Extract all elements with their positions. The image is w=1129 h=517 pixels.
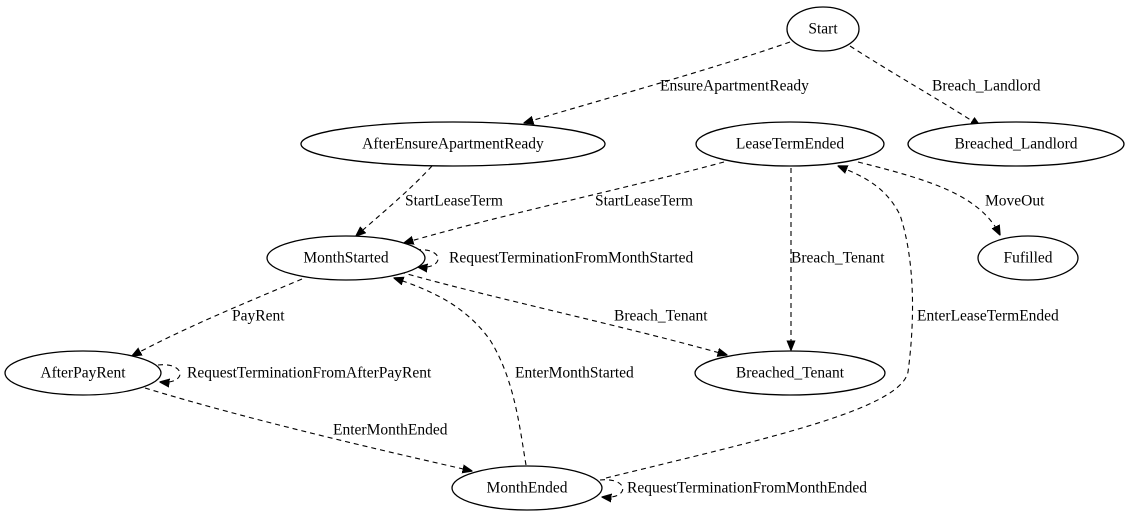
node-label-fufilled: Fufilled [1003, 250, 1052, 267]
edge-label-request-termination-from-after-pay-rent: RequestTerminationFromAfterPayRent [187, 365, 432, 382]
edge-start-lease-term-from-lease-term-ended [404, 161, 725, 243]
edge-label-ensure-apartment-ready: EnsureApartmentReady [660, 78, 809, 95]
edge-breach-landlord [849, 45, 980, 126]
node-lease-term-ended: LeaseTermEnded [695, 121, 885, 167]
edge-pay-rent [132, 278, 303, 356]
node-label-breached-tenant: Breached_Tenant [736, 365, 845, 382]
node-month-ended: MonthEnded [451, 465, 603, 511]
edge-label-start-lease-term-1: StartLeaseTerm [405, 193, 503, 210]
node-breached-tenant: Breached_Tenant [694, 350, 886, 396]
edge-request-termination-from-month-ended [599, 479, 624, 498]
node-label-month-started: MonthStarted [303, 250, 388, 267]
edge-label-move-out: MoveOut [985, 193, 1045, 210]
edge-label-breach-landlord: Breach_Landlord [932, 78, 1041, 95]
edge-start-lease-term-from-after-ensure [356, 165, 433, 236]
node-label-month-ended: MonthEnded [487, 480, 568, 497]
edge-label-enter-month-started: EnterMonthStarted [515, 365, 634, 382]
edge-breach-tenant-from-month-started [399, 271, 727, 355]
edge-label-request-termination-from-month-ended: RequestTerminationFromMonthEnded [627, 480, 867, 497]
edge-label-request-termination-from-month-started: RequestTerminationFromMonthStarted [449, 250, 694, 267]
node-label-breached-landlord: Breached_Landlord [954, 136, 1077, 153]
node-breached-landlord: Breached_Landlord [907, 121, 1125, 167]
node-month-started: MonthStarted [266, 235, 426, 281]
node-after-ensure-apartment-ready: AfterEnsureApartmentReady [300, 121, 606, 167]
node-fufilled: Fufilled [977, 235, 1079, 281]
node-label-start: Start [808, 21, 838, 38]
edge-enter-month-ended [144, 387, 472, 471]
node-start: Start [786, 6, 860, 52]
edge-label-breach-tenant-2: Breach_Tenant [614, 308, 708, 325]
edge-label-enter-month-ended: EnterMonthEnded [333, 422, 448, 439]
edge-label-pay-rent: PayRent [232, 308, 285, 325]
node-label-after-pay-rent: AfterPayRent [40, 365, 126, 382]
edge-move-out [857, 161, 1000, 235]
edge-enter-lease-term-ended [605, 166, 914, 479]
edge-label-breach-tenant-1: Breach_Tenant [791, 250, 885, 267]
edge-label-enter-lease-term-ended: EnterLeaseTermEnded [917, 308, 1059, 325]
edge-enter-month-started [394, 278, 527, 466]
edge-ensure-apartment-ready [524, 41, 791, 123]
edge-label-start-lease-term-2: StartLeaseTerm [595, 193, 693, 210]
node-label-after-ensure-apartment-ready: AfterEnsureApartmentReady [362, 136, 544, 153]
node-after-pay-rent: AfterPayRent [4, 350, 162, 396]
node-label-lease-term-ended: LeaseTermEnded [736, 136, 844, 153]
